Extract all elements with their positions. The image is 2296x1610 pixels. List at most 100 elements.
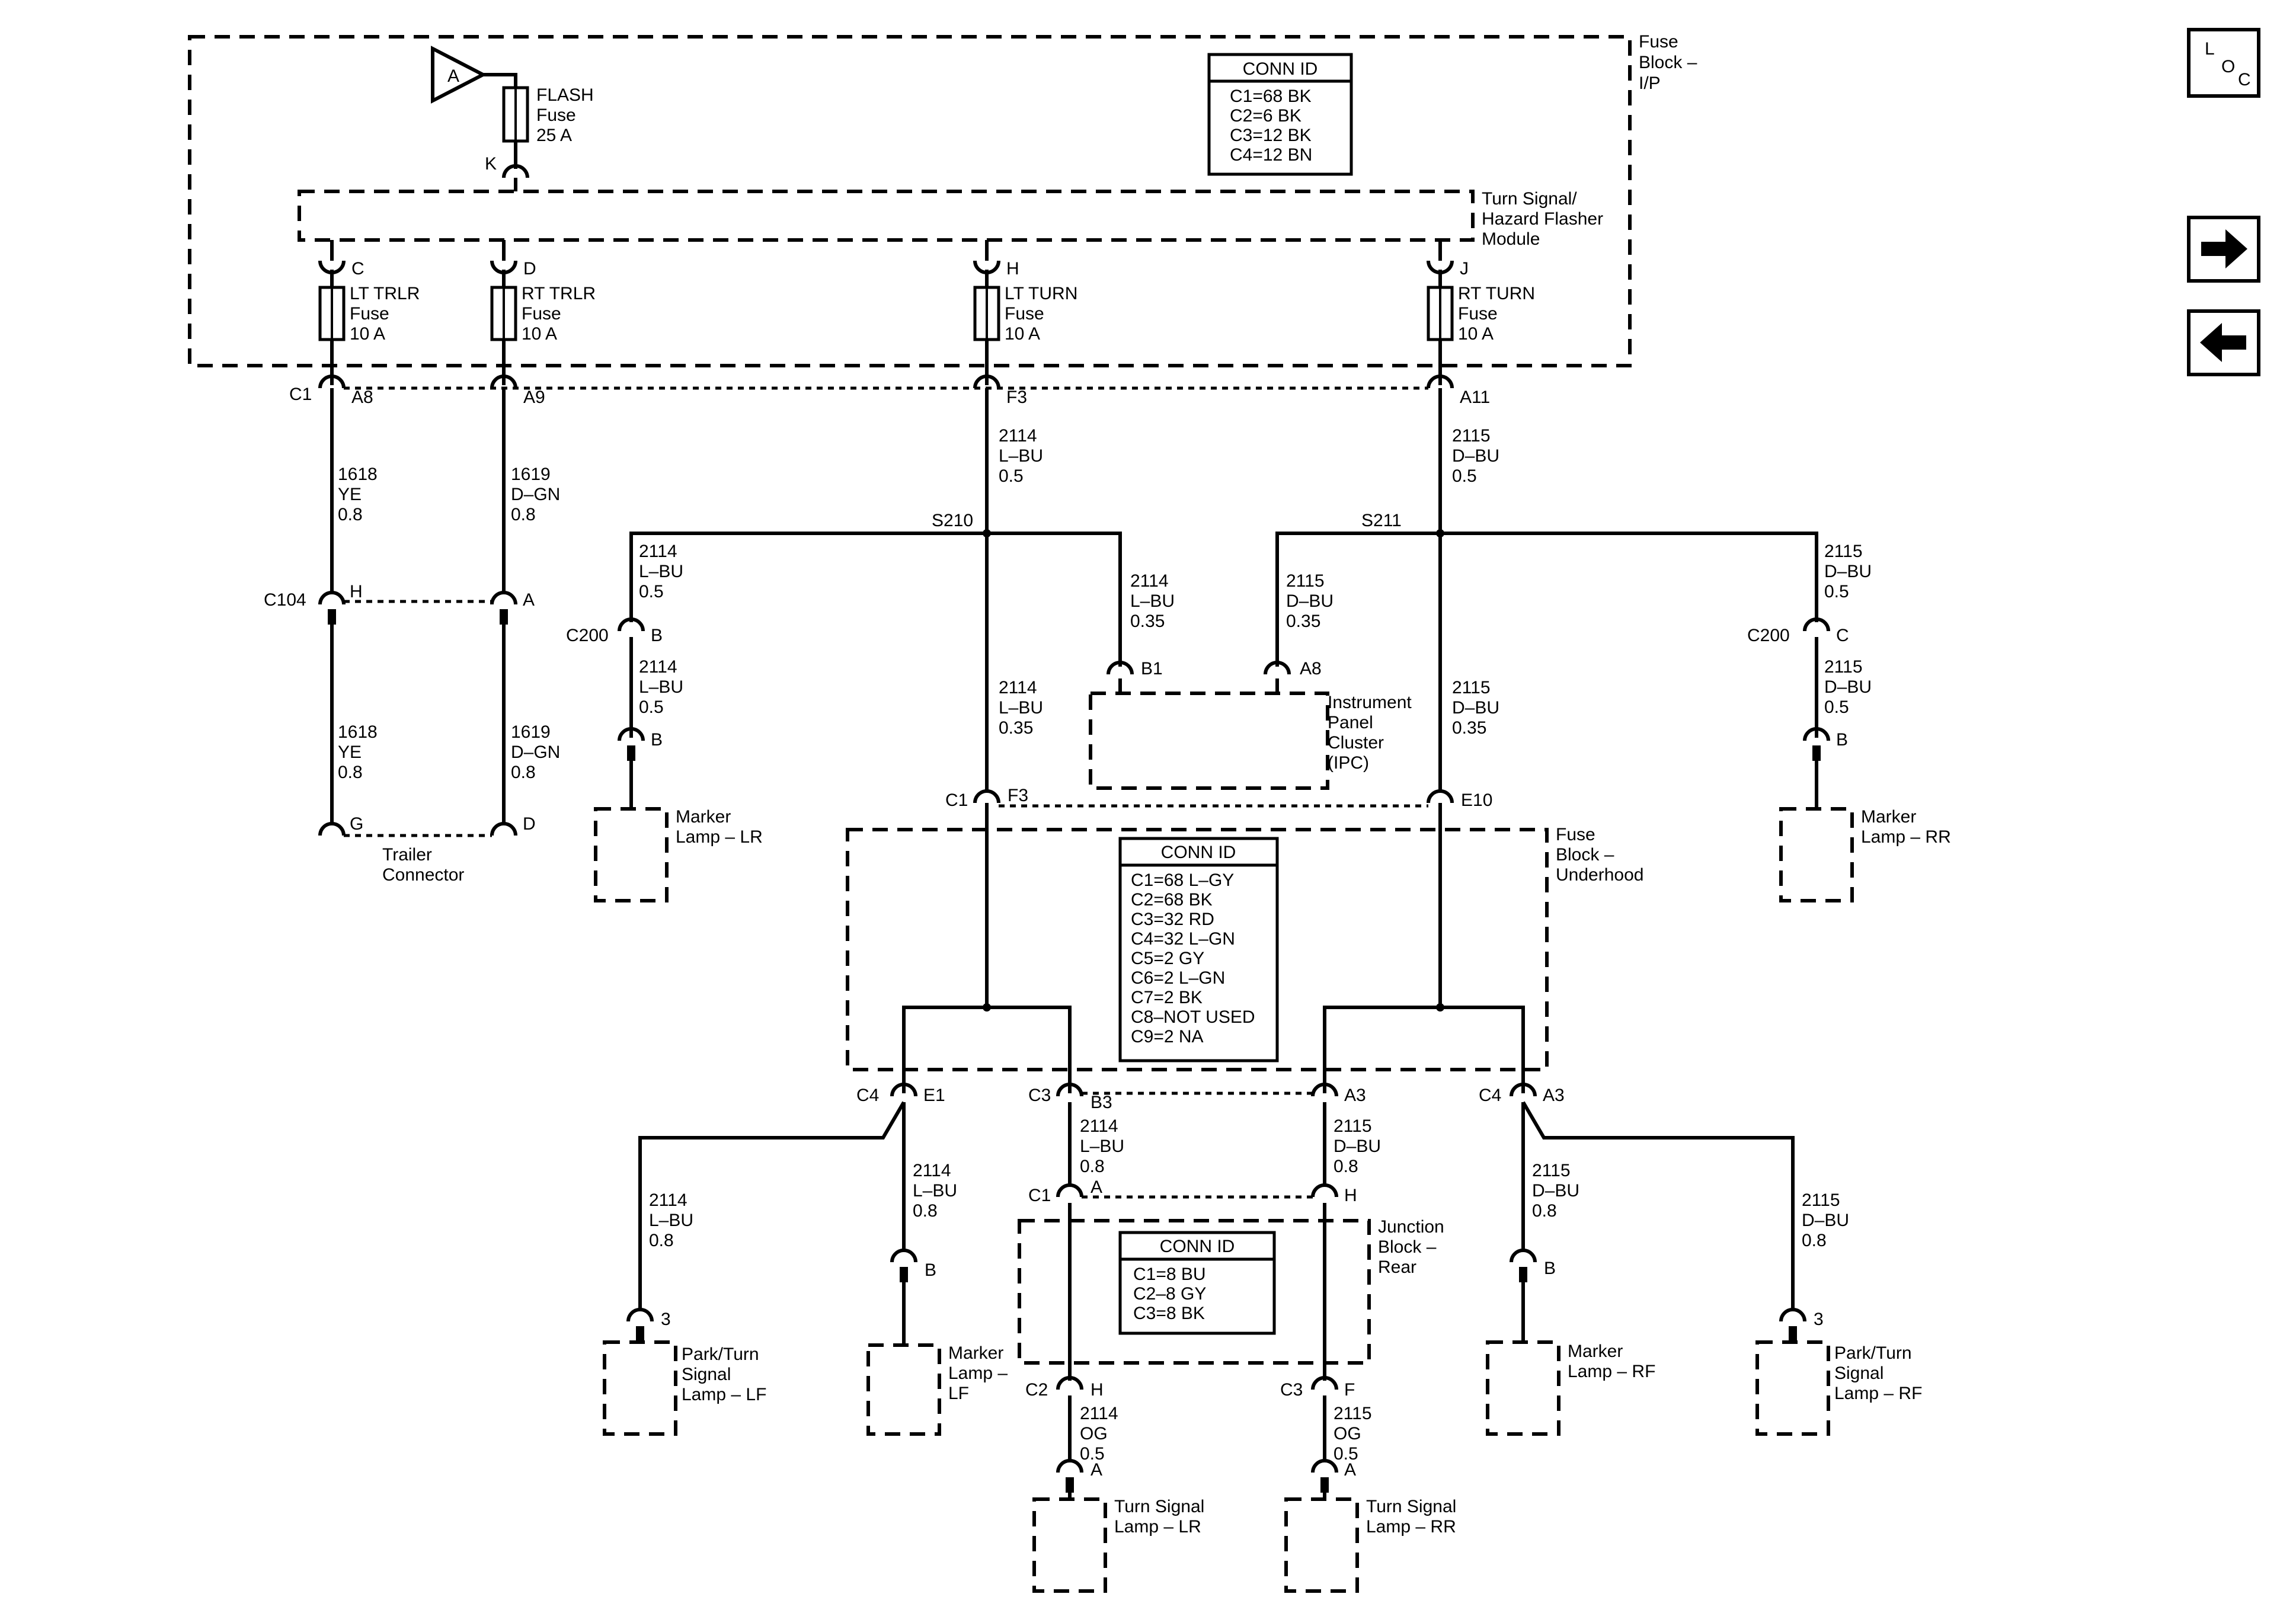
svg-text:2115: 2115 [1802,1190,1840,1210]
svg-text:C1: C1 [1028,1186,1051,1205]
svg-text:C: C [1836,626,1849,645]
loc-button[interactable]: L O C [2187,28,2260,98]
svg-text:D–BU: D–BU [1802,1211,1849,1230]
marker-lamp-rr: Marker Lamp – RR [1779,807,1951,902]
right-arrow-icon [2201,229,2247,268]
svg-text:0.8: 0.8 [511,763,536,782]
svg-text:D: D [523,814,536,834]
svg-text:2114: 2114 [999,426,1037,446]
svg-text:2115: 2115 [1452,426,1491,446]
underhood-output-connectors: C4 E1 C3 B3 A3 C4 A3 [856,1083,1565,1112]
instrument-panel-cluster: Instrument Panel Cluster (IPC) [1089,692,1412,790]
svg-text:C200: C200 [566,626,609,645]
svg-text:CONN ID: CONN ID [1161,843,1236,862]
svg-text:2114: 2114 [649,1190,687,1210]
svg-text:LT TRLR: LT TRLR [350,284,420,303]
svg-text:2115: 2115 [1532,1161,1571,1180]
svg-text:3: 3 [661,1310,671,1329]
svg-text:Trailer: Trailer [382,845,432,865]
svg-text:2115: 2115 [1452,678,1491,697]
svg-text:CONN ID: CONN ID [1160,1237,1235,1256]
svg-text:2115: 2115 [1824,542,1863,561]
svg-text:A11: A11 [1460,388,1490,407]
svg-text:OG: OG [1080,1424,1108,1443]
svg-text:F3: F3 [1008,786,1028,805]
svg-text:Lamp – RF: Lamp – RF [1568,1362,1655,1381]
svg-text:Lamp – RR: Lamp – RR [1861,827,1951,847]
svg-text:C104: C104 [264,590,306,610]
svg-text:L–BU: L–BU [999,698,1043,718]
svg-text:2114: 2114 [1130,571,1169,591]
svg-text:D–BU: D–BU [1334,1137,1381,1156]
svg-text:Turn Signal: Turn Signal [1366,1497,1456,1516]
svg-text:D–BU: D–BU [1452,698,1499,718]
svg-text:0.5: 0.5 [1824,582,1849,601]
svg-text:Marker: Marker [948,1343,1003,1363]
svg-text:C3=8 BK: C3=8 BK [1133,1304,1205,1323]
svg-text:C5=2 GY: C5=2 GY [1131,949,1204,968]
conn-id-table-ip: CONN ID C1=68 BK C2=6 BK C3=12 BK C4=12 … [1207,53,1353,176]
svg-text:E1: E1 [923,1086,945,1105]
svg-text:0.5: 0.5 [1452,466,1477,486]
svg-text:Fuse: Fuse [1556,825,1595,844]
marker-lamp-rf: Marker Lamp – RF [1486,1340,1655,1436]
svg-text:25 A: 25 A [536,126,572,145]
svg-text:C7=2 BK: C7=2 BK [1131,988,1203,1007]
svg-text:Block –: Block – [1639,53,1697,72]
svg-text:Lamp – RF: Lamp – RF [1834,1384,1922,1403]
svg-text:0.5: 0.5 [1334,1444,1358,1464]
svg-text:Lamp –: Lamp – [948,1363,1008,1383]
svg-text:F3: F3 [1006,388,1027,407]
svg-text:Panel: Panel [1328,713,1373,732]
svg-text:F: F [1344,1380,1355,1400]
svg-text:C2: C2 [1025,1380,1048,1400]
turn-signal-lamp-rr: Turn Signal Lamp – RR [1284,1497,1456,1593]
svg-text:0.8: 0.8 [1532,1201,1557,1221]
svg-text:A: A [447,66,459,86]
connector-c1-underhood: C1 F3 E10 [945,786,1492,810]
svg-text:O: O [2221,57,2235,76]
svg-text:Fuse: Fuse [522,304,561,324]
park-turn-signal-lamp-lf: Park/Turn Signal Lamp – LF [603,1340,766,1436]
svg-text:1619: 1619 [511,465,551,484]
svg-text:L–BU: L–BU [1080,1137,1124,1156]
svg-text:H: H [1344,1186,1357,1205]
svg-text:0.5: 0.5 [639,582,664,601]
svg-text:RT TRLR: RT TRLR [522,284,596,303]
svg-text:L–BU: L–BU [913,1181,957,1201]
svg-text:Marker: Marker [1568,1342,1623,1361]
svg-text:C200: C200 [1747,626,1790,645]
svg-text:2114: 2114 [1080,1404,1118,1423]
next-page-button[interactable] [2187,216,2260,283]
svg-text:2114: 2114 [639,542,677,561]
prev-page-button[interactable] [2187,309,2260,376]
svg-text:C4=12 BN: C4=12 BN [1230,145,1312,165]
svg-text:B: B [925,1260,936,1280]
svg-text:1619: 1619 [511,722,551,742]
svg-text:C1: C1 [289,385,312,404]
svg-text:C4=32 L–GN: C4=32 L–GN [1131,929,1235,949]
park-turn-signal-lamp-rf: Park/Turn Signal Lamp – RF [1755,1340,1922,1436]
svg-text:C4: C4 [1479,1086,1501,1105]
svg-text:S210: S210 [932,511,973,530]
svg-text:Signal: Signal [682,1365,731,1384]
svg-text:L–BU: L–BU [999,446,1043,466]
svg-text:Lamp – LR: Lamp – LR [1114,1517,1201,1537]
svg-text:C: C [351,259,364,279]
fuse-rt-turn: J RT TURN Fuse 10 A [1427,240,1535,385]
flash-fuse: FLASH Fuse 25 A [502,85,594,169]
svg-text:0.35: 0.35 [999,718,1033,738]
junction-block-rear: Junction Block – Rear CONN ID C1=8 BU C2… [1018,1203,1444,1381]
svg-text:Park/Turn: Park/Turn [682,1345,759,1364]
svg-text:L–BU: L–BU [649,1211,693,1230]
svg-text:Instrument: Instrument [1328,693,1412,712]
svg-text:B: B [651,626,663,645]
source-a-terminal: A [431,46,517,104]
svg-text:K: K [485,154,497,174]
right-front-branch: 2115 D–BU 0.8 2115 D–BU 0.8 B 3 [1510,1101,1849,1342]
svg-text:1618: 1618 [338,722,378,742]
svg-text:C8–NOT USED: C8–NOT USED [1131,1007,1255,1027]
svg-text:Block –: Block – [1378,1237,1437,1257]
turn-signal-hazard-flasher-module: Turn Signal/ Hazard Flasher Module [298,189,1603,249]
